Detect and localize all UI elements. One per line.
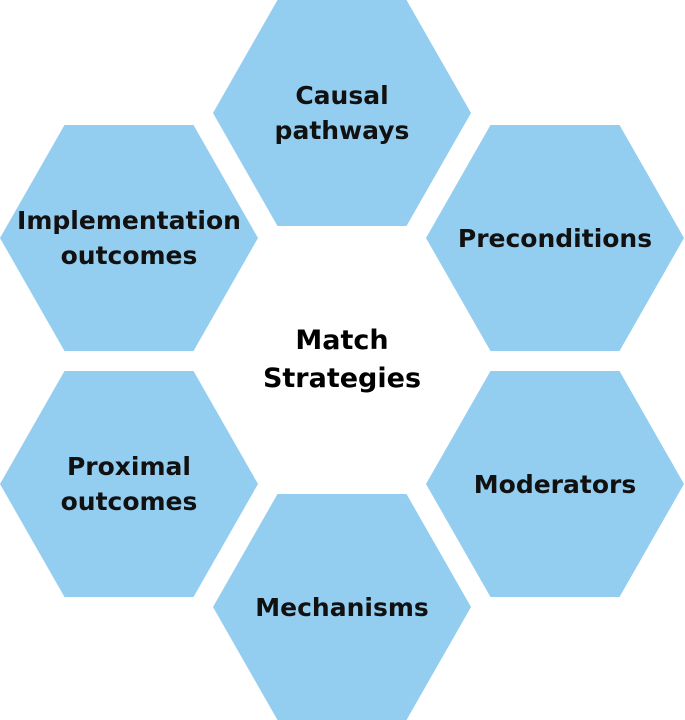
hexagon-label: Causal pathways [217,78,467,148]
hexagon-label-line: Moderators [473,469,637,499]
hexagon-label-line: Causal [295,81,389,110]
center-title-line1: Match [295,325,389,356]
hexagon-label: Preconditions [430,221,680,256]
center-title: Match Strategies [213,247,471,473]
hexagon-label: Proximal outcomes [4,449,254,519]
hexagon-label: Mechanisms [217,590,467,625]
hexagon-label-line: outcomes [60,241,198,270]
hexagon-label-line: Proximal [66,452,191,481]
hexagon-label-line: Preconditions [457,223,653,253]
hexagon-label: Implementation outcomes [4,203,254,273]
hexagon-label-line: pathways [274,116,410,145]
center-title-line2: Strategies [262,363,422,394]
hexagon-label-line: outcomes [60,487,198,516]
hexagon-label-line: Mechanisms [255,592,429,622]
hexagon-causal-pathways: Causal pathways [213,0,471,226]
hexagon-label: Moderators [430,467,680,502]
hexagon-mechanisms: Mechanisms [213,494,471,720]
hexagon-label-line: Implementation [17,206,241,235]
